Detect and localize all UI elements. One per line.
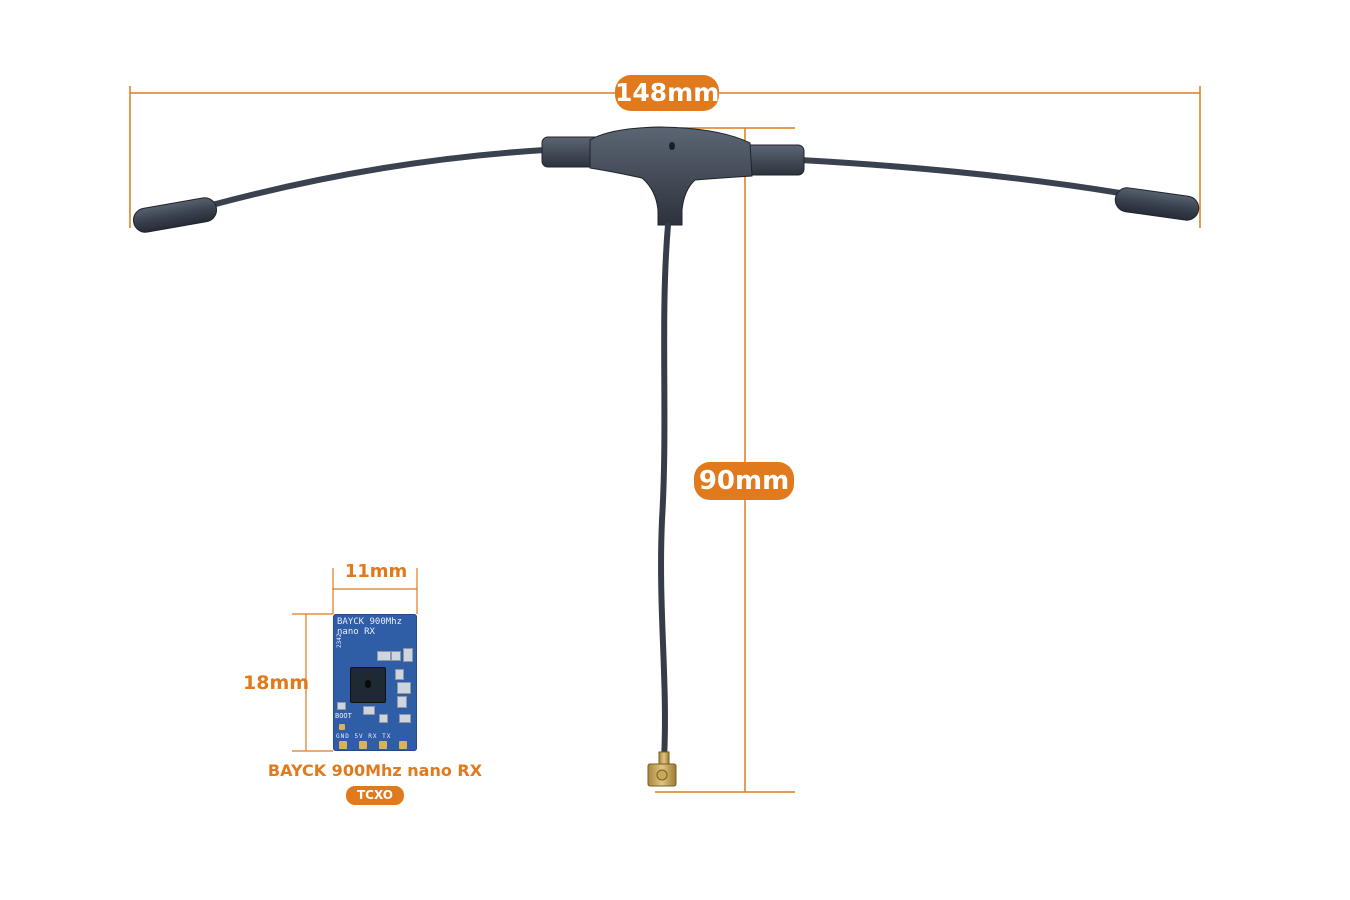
- solder-pad: [339, 741, 347, 749]
- solder-pad: [399, 741, 407, 749]
- receiver-board: BAYCK 900Mhz nano RX 2342 BOOT GND 5V RX…: [333, 614, 417, 751]
- antenna-right-tip: [1114, 187, 1200, 221]
- product-name: BAYCK 900Mhz nano RX: [267, 761, 483, 780]
- board-boot-label: BOOT: [335, 712, 352, 720]
- smd-component: [391, 651, 401, 661]
- smd-component: [395, 669, 404, 680]
- antenna-coax-cable: [658, 222, 671, 763]
- dimension-line-rx-width: [332, 568, 418, 614]
- smd-component: [399, 714, 411, 723]
- dimension-line-height: [655, 127, 795, 793]
- antenna-right-arm: [797, 157, 1123, 196]
- board-silkscreen-code: 2342: [336, 633, 343, 648]
- smd-component: [379, 714, 388, 723]
- smd-component: [377, 651, 391, 661]
- smd-component: [403, 648, 413, 662]
- smd-component: [397, 696, 407, 708]
- tcxo-badge: TCXO: [346, 786, 404, 805]
- rx-height-dimension-label: 18mm: [243, 672, 310, 694]
- smd-component: [397, 682, 411, 694]
- mcu-chip: [350, 667, 386, 703]
- antenna-left-arm: [209, 147, 548, 208]
- height-dimension-label: 90mm: [694, 462, 794, 500]
- solder-pad: [359, 741, 367, 749]
- solder-pad: [379, 741, 387, 749]
- antenna-t-hub: [541, 126, 805, 226]
- width-dimension-label: 148mm: [615, 75, 719, 111]
- antenna-left-tip: [132, 197, 218, 233]
- smd-component: [363, 706, 375, 715]
- board-silkscreen-subtitle: nano RX: [337, 627, 375, 637]
- ufl-connector: [647, 751, 677, 787]
- board-pads-label: GND 5V RX TX: [336, 733, 392, 740]
- dimension-line-rx-height: [292, 613, 333, 752]
- smd-component: [337, 702, 346, 710]
- rx-width-dimension-label: 11mm: [344, 561, 408, 582]
- solder-pad: [339, 724, 345, 730]
- board-silkscreen-title: BAYCK 900Mhz: [337, 617, 403, 627]
